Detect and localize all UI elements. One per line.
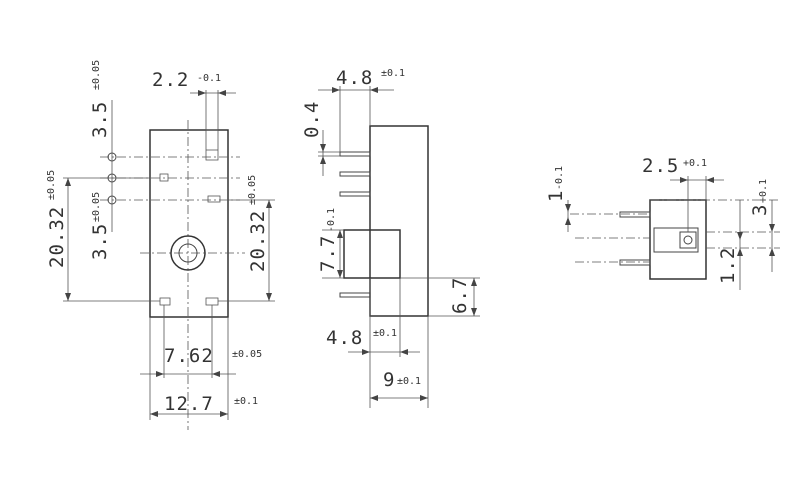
- side-bottom-offset-tol: ±0.1: [373, 328, 397, 339]
- front-pitch-mid-label: 3.5: [89, 223, 111, 260]
- side-body-depth-tol: ±0.1: [397, 376, 421, 387]
- front-body-outline: [149, 129, 229, 318]
- side-pin-length-label: 6.7: [449, 277, 471, 314]
- side-pin: [339, 171, 371, 177]
- end-view: 2.5 +0.1 1 -0.1 3 +0.1 1.2: [545, 155, 780, 290]
- front-top-width-tol: -0.1: [197, 73, 221, 84]
- side-body-depth-label: 9: [383, 369, 395, 391]
- end-right-dim-tol: +0.1: [758, 179, 769, 203]
- side-actuator-height-tol: -0.1: [326, 208, 337, 232]
- front-actuator-inner: [178, 243, 198, 263]
- front-height-left-tol: ±0.05: [46, 170, 57, 200]
- side-pin-thickness-label: 0.4: [301, 101, 323, 138]
- front-terminal: [159, 173, 169, 182]
- end-left-dim-tol: -0.1: [554, 166, 565, 190]
- side-top-offset-tol: ±0.1: [381, 68, 405, 79]
- side-view: 4.8 ±0.1 0.4 7.7 -0.1 6.7 4.8 ±0.1: [301, 67, 480, 408]
- front-view: 2.2 -0.1 3.5 ±0.05 3.5 ±0.05 20.32 ±0.05…: [46, 60, 275, 430]
- side-body-outline: [369, 125, 429, 317]
- end-width-tol: +0.1: [683, 158, 707, 169]
- side-pin: [339, 191, 371, 197]
- end-right-dim-label: 3: [749, 204, 771, 216]
- front-height-right-label: 20.32: [247, 210, 269, 272]
- end-left-dim-label: 1: [545, 190, 567, 202]
- end-slot: [653, 227, 699, 253]
- front-terminal: [207, 195, 221, 203]
- front-pitch-top-label: 3.5: [89, 101, 111, 138]
- side-actuator: [343, 229, 401, 279]
- end-pin: [619, 259, 651, 266]
- front-body-width-tol: ±0.1: [234, 396, 258, 407]
- side-bottom-offset-label: 4.8: [326, 327, 363, 349]
- front-actuator-outer: [170, 235, 206, 271]
- side-actuator-height-label: 7.7: [317, 235, 339, 272]
- front-pin-span-label: 7.62: [164, 345, 214, 367]
- front-top-width-label: 2.2: [152, 69, 189, 91]
- front-terminal: [159, 297, 171, 306]
- end-pin: [619, 211, 651, 218]
- front-height-left-label: 20.32: [46, 206, 68, 268]
- front-pitch-mid-tol: ±0.05: [91, 192, 102, 222]
- end-actuator: [679, 231, 697, 249]
- side-pin: [339, 151, 371, 157]
- end-width-label: 2.5: [642, 155, 679, 177]
- front-height-right-tol: ±0.05: [247, 175, 258, 205]
- front-top-slot: [205, 129, 219, 161]
- end-body-outline: [649, 199, 707, 280]
- front-body-width-label: 12.7: [164, 393, 214, 415]
- end-bottom-dim-label: 1.2: [717, 247, 739, 284]
- front-pin-span-tol: ±0.05: [232, 349, 262, 360]
- side-pin: [339, 292, 371, 298]
- side-top-offset-label: 4.8: [336, 67, 373, 89]
- front-pitch-top-tol: ±0.05: [91, 60, 102, 90]
- front-terminal: [205, 297, 219, 306]
